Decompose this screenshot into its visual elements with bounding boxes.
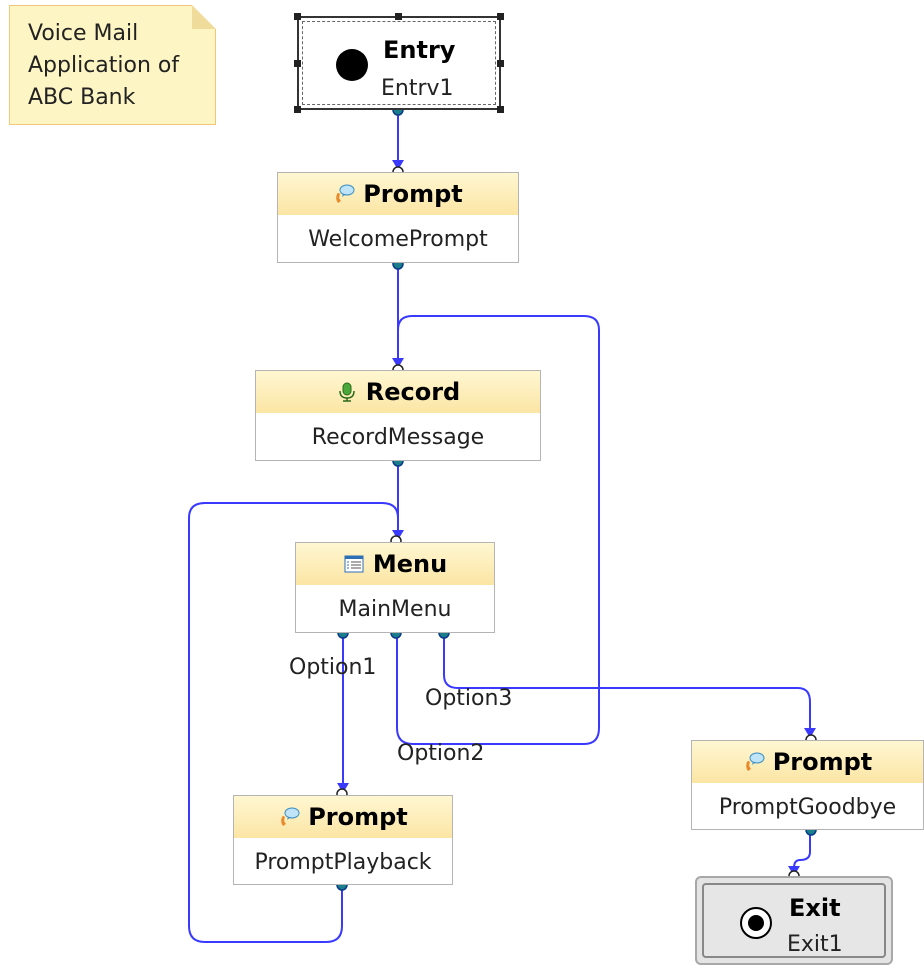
node-header: Menu (296, 543, 494, 585)
wire-option2-loop[interactable] (396, 315, 600, 745)
selection-handle[interactable] (395, 13, 402, 20)
entry-dot-icon (336, 49, 368, 81)
entry-name-label: Entrv1 (381, 76, 454, 101)
arrowhead (392, 358, 404, 368)
wire-option3[interactable] (443, 634, 811, 738)
node-header: Record (256, 371, 540, 413)
wire-goodbye-to-exit[interactable] (793, 830, 811, 876)
menu-icon (344, 555, 364, 573)
sticky-note[interactable]: Voice Mail Application of ABC Bank (9, 5, 216, 125)
selection-handle[interactable] (497, 106, 504, 113)
exit-name-label: Exit1 (787, 932, 843, 957)
node-type-label: Record (365, 378, 461, 406)
selection-handle[interactable] (294, 60, 301, 67)
node-header: Prompt (234, 796, 452, 838)
selection-handle[interactable] (294, 13, 301, 20)
note-text: Voice Mail Application of ABC Bank (28, 21, 180, 110)
selection-handle[interactable] (294, 106, 301, 113)
arrowhead (392, 160, 404, 170)
node-header: Prompt (278, 173, 518, 215)
node-type-label: Prompt (363, 180, 463, 208)
selection-handle[interactable] (497, 13, 504, 20)
node-name-label: MainMenu (338, 596, 452, 622)
option2-label: Option2 (397, 741, 485, 766)
node-type-label: Menu (372, 550, 448, 578)
node-type-label: Prompt (772, 748, 873, 776)
arrowhead (804, 728, 816, 738)
node-record-message[interactable]: Record RecordMessage (255, 370, 541, 461)
node-welcome-prompt[interactable]: Prompt WelcomePrompt (277, 172, 519, 263)
node-main-menu[interactable]: Menu MainMenu (295, 542, 495, 633)
prompt-icon (336, 184, 355, 203)
node-name-label: RecordMessage (311, 424, 485, 450)
node-name-label: PromptGoodbye (718, 794, 897, 820)
selection-handle[interactable] (497, 60, 504, 67)
prompt-icon (281, 807, 300, 826)
node-name-label: WelcomePrompt (308, 226, 488, 252)
option1-label: Option1 (289, 655, 377, 680)
entry-type-label: Entry (383, 36, 456, 64)
node-type-label: Prompt (308, 803, 408, 831)
exit-target-icon (740, 907, 772, 939)
microphone-icon (339, 382, 355, 402)
exit-node[interactable]: Exit Exit1 (695, 876, 893, 965)
node-name-label: PromptPlayback (254, 849, 432, 875)
arrowhead (392, 530, 404, 540)
node-header: Prompt (692, 741, 923, 783)
wire-playback-to-menu[interactable] (188, 502, 399, 943)
node-prompt-playback[interactable]: Prompt PromptPlayback (233, 795, 453, 885)
node-prompt-goodbye[interactable]: Prompt PromptGoodbye (691, 740, 924, 830)
exit-type-label: Exit (789, 894, 841, 922)
note-fold-corner (192, 5, 216, 29)
option3-label: Option3 (425, 686, 513, 711)
entry-node[interactable]: Entry Entrv1 (297, 16, 501, 110)
exit-inner-frame (702, 883, 886, 958)
prompt-icon (745, 752, 765, 771)
arrowhead (337, 783, 349, 793)
